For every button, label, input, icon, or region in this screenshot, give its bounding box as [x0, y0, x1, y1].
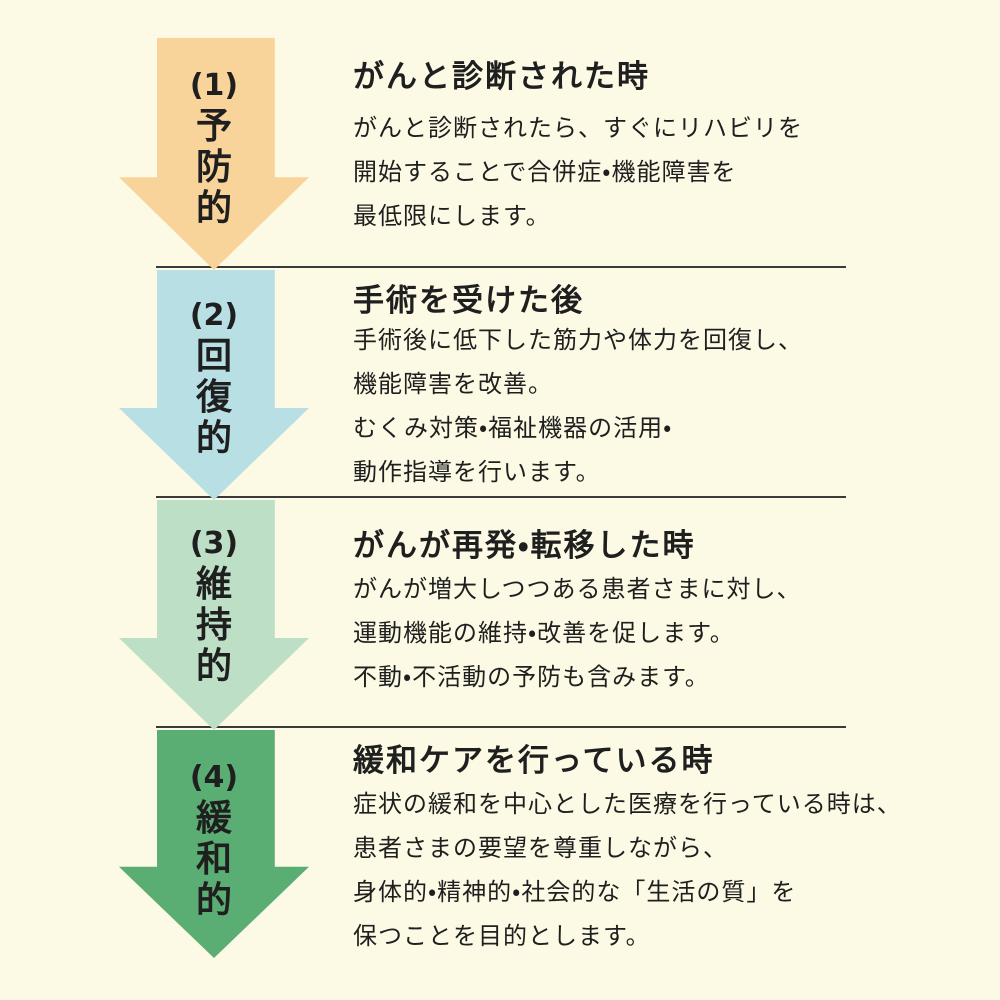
- stage-4-description-line: 症状の緩和を中心とした医療を行っている時は、: [353, 790, 902, 818]
- stage-1-description-line: 最低限にします。: [353, 202, 551, 230]
- stage-3-description-line: 運動機能の維持・改善を促します。: [353, 619, 735, 647]
- stage-2-description: 手術後に低下した筋力や体力を回復し、 機能障害を改善。 むくみ対策・福祉機器の活…: [353, 318, 803, 494]
- stage-2-number: (2): [189, 298, 239, 333]
- stage-4-description: 症状の緩和を中心とした医療を行っている時は、 患者さまの要望を尊重しながら、 身…: [353, 782, 902, 958]
- stage-4-description-line: 保つことを目的とします。: [353, 922, 651, 950]
- stage-4-description-line: 患者さまの要望を尊重しながら、: [353, 834, 728, 862]
- section-divider: [156, 266, 846, 268]
- stage-4-title: 緩和ケアを行っている時: [353, 743, 715, 779]
- stage-3-description: がんが増大しつつある患者さまに対し、 運動機能の維持・改善を促します。 不動・不…: [353, 567, 802, 699]
- stage-4-number: (4): [189, 760, 239, 795]
- stage-2-description-line: 機能障害を改善。: [353, 370, 553, 398]
- stage-4-description-line: 身体的・精神的・社会的な「生活の質」を: [353, 878, 797, 906]
- stage-1-label: (1) 予 防 的: [119, 66, 309, 229]
- stage-2-label-char: 的: [195, 418, 232, 459]
- stage-4-label-char: 的: [195, 880, 232, 921]
- stage-4-label-char: 和: [195, 839, 232, 880]
- stage-1-description: がんと診断されたら、すぐにリハビリを 開始することで合併症・機能障害を 最低限に…: [353, 106, 803, 238]
- stage-1-label-char: 的: [195, 188, 232, 229]
- stage-1-label-char: 予: [195, 106, 232, 147]
- stage-2-label-char: 回: [195, 336, 232, 377]
- section-divider: [156, 496, 846, 498]
- stage-2-title: 手術を受けた後: [353, 283, 584, 319]
- stage-3-label-char: 的: [195, 646, 232, 687]
- stage-3-label-char: 持: [195, 605, 232, 646]
- stage-3-description-line: がんが増大しつつある患者さまに対し、: [353, 575, 802, 603]
- section-divider: [156, 726, 846, 728]
- stage-3-label-char: 維: [195, 564, 232, 605]
- stage-2-description-line: むくみ対策・福祉機器の活用・: [353, 414, 673, 442]
- stage-1-description-line: 開始することで合併症・機能障害を: [353, 158, 737, 186]
- stage-3-number: (3): [189, 526, 239, 561]
- stage-2-description-line: 動作指導を行います。: [353, 458, 601, 486]
- stage-1-number: (1): [189, 68, 239, 103]
- stage-3-description-line: 不動・不活動の予防も含みます。: [353, 663, 710, 691]
- stage-2-label: (2) 回 復 的: [119, 296, 309, 459]
- stage-3-title: がんが再発・転移した時: [353, 528, 696, 564]
- stage-1-label-char: 防: [195, 147, 232, 188]
- stage-4-label-char: 緩: [195, 798, 232, 839]
- stage-2-label-char: 復: [195, 377, 232, 418]
- stage-3-label: (3) 維 持 的: [119, 524, 309, 687]
- stage-1-title: がんと診断された時: [353, 59, 650, 95]
- stage-2-description-line: 手術後に低下した筋力や体力を回復し、: [353, 326, 803, 354]
- stage-1-description-line: がんと診断されたら、すぐにリハビリを: [353, 114, 803, 142]
- stage-4-label: (4) 緩 和 的: [119, 758, 309, 921]
